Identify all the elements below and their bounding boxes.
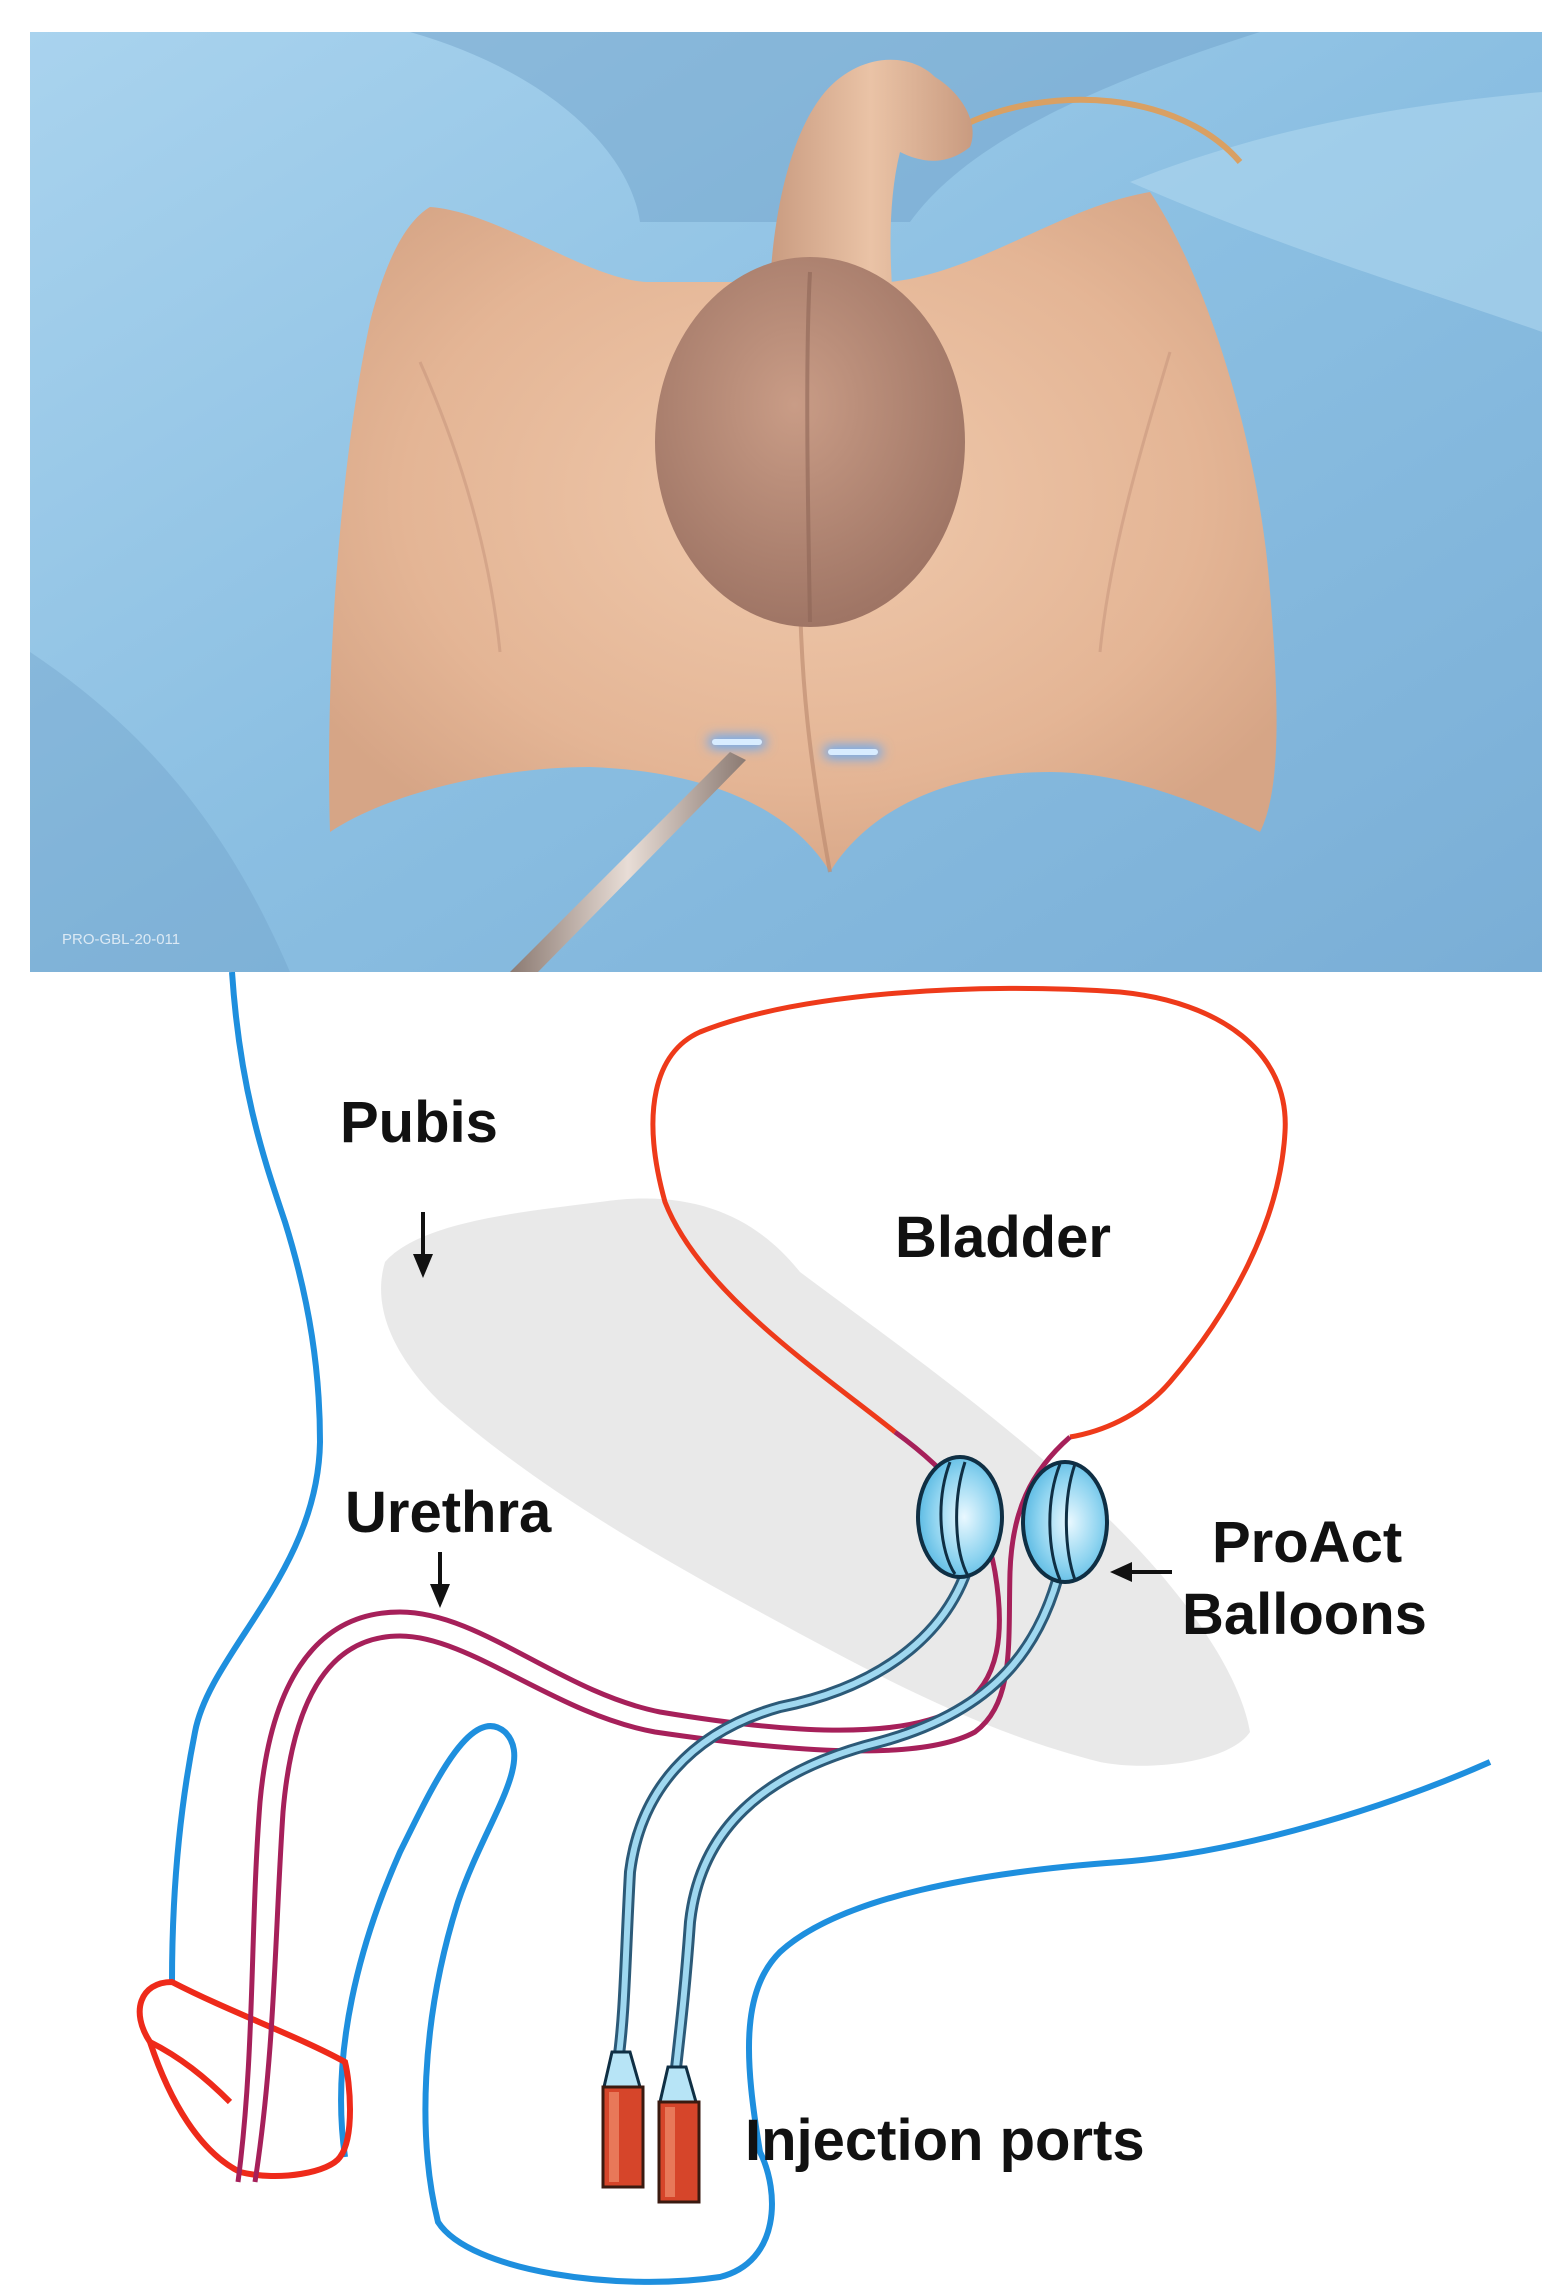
proact-balloon-left — [918, 1457, 1002, 1577]
injection-port-left — [603, 2052, 643, 2187]
injection-port-right — [659, 2067, 699, 2202]
balloons-label-line2: Balloons — [1182, 1582, 1427, 1647]
surgical-illustration: PRO-GBL-20-011 — [30, 32, 1542, 972]
injection-ports-label: Injection ports — [745, 2108, 1145, 2173]
proact-anatomy-diagram: Pubis Bladder Urethra ProAct Balloons In… — [0, 972, 1547, 2296]
urethra-label: Urethra — [345, 1480, 552, 1545]
proact-balloon-right — [1023, 1462, 1107, 1582]
body-outline-front — [172, 972, 320, 1982]
urethra-arrow — [430, 1552, 450, 1608]
pubis-label: Pubis — [340, 1090, 498, 1155]
balloons-label-line1: ProAct — [1212, 1510, 1402, 1575]
body-outline-inner — [341, 1726, 1490, 2282]
image-code: PRO-GBL-20-011 — [62, 931, 180, 948]
bladder-label: Bladder — [895, 1205, 1111, 1270]
glans-outline — [140, 1982, 350, 2176]
